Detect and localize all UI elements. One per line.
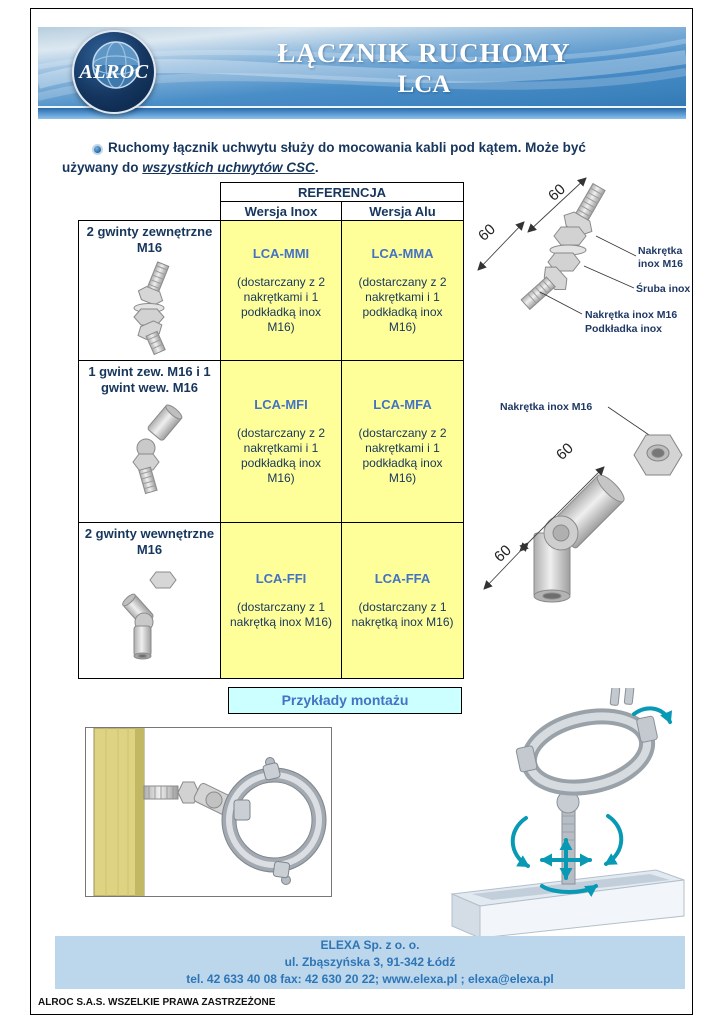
table-title-cell: REFERENCJA — [220, 182, 464, 202]
clamp — [515, 688, 658, 796]
dimension-label: 60 — [491, 542, 515, 566]
product-image-two-internal-threads — [122, 571, 177, 660]
connector-assembly — [520, 182, 606, 311]
row3-alu-cell: LCA-FFA (dostarczany z 1 nakrętką inox M… — [341, 522, 464, 679]
row3-label: 2 gwinty wewnętrzne M16 — [84, 526, 215, 557]
product-image-male-female — [132, 404, 183, 495]
column-header-inox: Wersja Inox — [220, 201, 342, 221]
dimension-label: 60 — [545, 181, 569, 205]
examples-heading: Przykłady montażu — [228, 687, 462, 714]
row1-label: 2 gwinty zewnętrzne M16 — [86, 224, 213, 255]
stud — [561, 807, 576, 885]
examples-title: Przykłady montażu — [281, 692, 409, 708]
page-border-frame — [30, 8, 693, 1015]
callout-nut-bottom: Nakrętka inox M16 — [585, 309, 677, 321]
mounting-example-channel-image — [450, 688, 685, 938]
intro-text: Ruchomy łącznik uchwytu służy do mocowan… — [62, 140, 586, 175]
wooden-post — [93, 727, 145, 897]
callout-nut: Nakrętka inox M16 — [500, 401, 592, 413]
reference-table: REFERENCJA Wersja Inox Wersja Alu 2 gwin… — [78, 182, 464, 679]
product-desc: (dostarczany z 2 nakrętkami i 1 podkładk… — [358, 426, 447, 485]
title-line-2: LCA — [397, 71, 451, 98]
mounting-example-post-image — [85, 727, 332, 897]
u-channel — [450, 869, 685, 938]
product-code: LCA-FFA — [374, 571, 431, 586]
row2-inox-cell: LCA-MFI (dostarczany z 2 nakrętkami i 1 … — [220, 360, 342, 523]
hex-nut — [553, 226, 587, 246]
elbow-body — [533, 474, 625, 603]
intro-period: . — [314, 160, 319, 175]
intro-paragraph: Ruchomy łącznik uchwytu służy do mocowan… — [62, 138, 642, 178]
product-code: LCA-MFI — [254, 397, 308, 412]
email-link[interactable]: elexa@elexa.pl — [467, 972, 554, 986]
product-desc: (dostarczany z 2 nakrętkami i 1 podkładk… — [236, 275, 326, 334]
product-desc: (dostarczany z 1 nakrętką inox M16) — [229, 600, 333, 629]
product-image-two-external-threads — [133, 261, 170, 356]
banner-bottom-strip — [38, 106, 686, 119]
logo-text: ALROC — [79, 60, 149, 83]
alroc-logo: ALROC — [72, 30, 156, 114]
motion-arrows — [510, 706, 673, 897]
product-desc: (dostarczany z 2 nakrętkami i 1 podkładk… — [236, 426, 326, 485]
callout-washer: Podkładka inox — [585, 323, 662, 335]
page-title: ŁĄCZNIK RUCHOMY LCA — [178, 36, 670, 100]
clamp-ring — [221, 757, 327, 885]
product-code: LCA-FFI — [255, 571, 307, 586]
website-link[interactable]: www.elexa.pl — [382, 972, 458, 986]
product-desc: (dostarczany z 1 nakrętką inox M16) — [351, 600, 454, 629]
product-desc: (dostarczany z 2 nakrętkami i 1 podkładk… — [358, 275, 447, 334]
row3-inox-cell: LCA-FFI (dostarczany z 1 nakrętką inox M… — [220, 522, 342, 679]
table-title: REFERENCJA — [297, 184, 387, 200]
footer-contact-line: tel. 42 633 40 08 fax: 42 630 20 22; www… — [55, 971, 685, 988]
table-row: 2 gwinty zewnętrzne M16 — [78, 220, 464, 361]
footer-company: ELEXA Sp. z o. o. — [320, 938, 420, 952]
footer-separator: ; — [457, 972, 468, 986]
hex-nut — [633, 434, 683, 476]
product-code: LCA-MMI — [252, 246, 310, 261]
row1-label-cell: 2 gwinty zewnętrzne M16 — [78, 220, 221, 361]
diagram-callouts: Nakrętka inox M16 Śruba inox Nakrętka in… — [539, 235, 690, 335]
footer-contact: ELEXA Sp. z o. o. ul. Zbąszyńska 3, 91-3… — [55, 936, 685, 989]
intro-emphasis: wszystkich uchwytów CSC — [142, 160, 315, 175]
row1-inox-cell: LCA-MMI (dostarczany z 2 nakrętkami i 1 … — [220, 220, 342, 361]
table-corner-cell-2 — [79, 202, 221, 221]
callout-bolt: Śruba inox — [636, 282, 690, 295]
table-corner-cell — [79, 183, 221, 202]
row1-alu-cell: LCA-MMA (dostarczany z 2 nakrętkami i 1 … — [341, 220, 464, 361]
row2-label-cell: 1 gwint zew. M16 i 1 gwint wew. M16 — [78, 360, 221, 523]
callout-nut-top-2: inox M16 — [638, 258, 683, 270]
col-inox-label: Wersja Inox — [244, 203, 318, 219]
row2-alu-cell: LCA-MFA (dostarczany z 2 nakrętkami i 1 … — [341, 360, 464, 523]
callout-nut-top: Nakrętka — [638, 245, 683, 257]
dimension-label: 60 — [475, 221, 499, 245]
table-row: 2 gwinty wewnętrzne M16 — [78, 522, 464, 679]
title-line-1: ŁĄCZNIK RUCHOMY — [277, 38, 571, 68]
copyright-text: ALROC S.A.S. WSZELKIE PRAWA ZASTRZEŻONE — [38, 997, 276, 1008]
product-code: LCA-MFA — [373, 397, 432, 412]
dimension-label: 60 — [553, 440, 577, 464]
globe-icon — [92, 41, 140, 89]
footer-address: ul. Zbąszyńska 3, 91-342 Łódź — [284, 955, 456, 969]
product-code: LCA-MMA — [371, 246, 434, 261]
mounting-example-post-drawing — [93, 727, 327, 897]
row2-label: 1 gwint zew. M16 i 1 gwint wew. M16 — [88, 364, 211, 395]
row3-label-cell: 2 gwinty wewnętrzne M16 — [78, 522, 221, 679]
header-banner: ALROC ŁĄCZNIK RUCHOMY LCA — [38, 27, 686, 119]
diagram-angle-middle: Nakrętka inox M16 60 60 — [483, 401, 683, 603]
column-header-alu: Wersja Alu — [341, 201, 464, 221]
bullet-icon — [92, 144, 103, 155]
table-row: 1 gwint zew. M16 i 1 gwint wew. M16 — [78, 360, 464, 523]
col-alu-label: Wersja Alu — [369, 203, 436, 219]
diagram-angle-top: 60 60 Nakrętka inox M16 Śruba inox — [475, 177, 690, 335]
footer-phone-fax: tel. 42 633 40 08 fax: 42 630 20 22; — [186, 972, 383, 986]
